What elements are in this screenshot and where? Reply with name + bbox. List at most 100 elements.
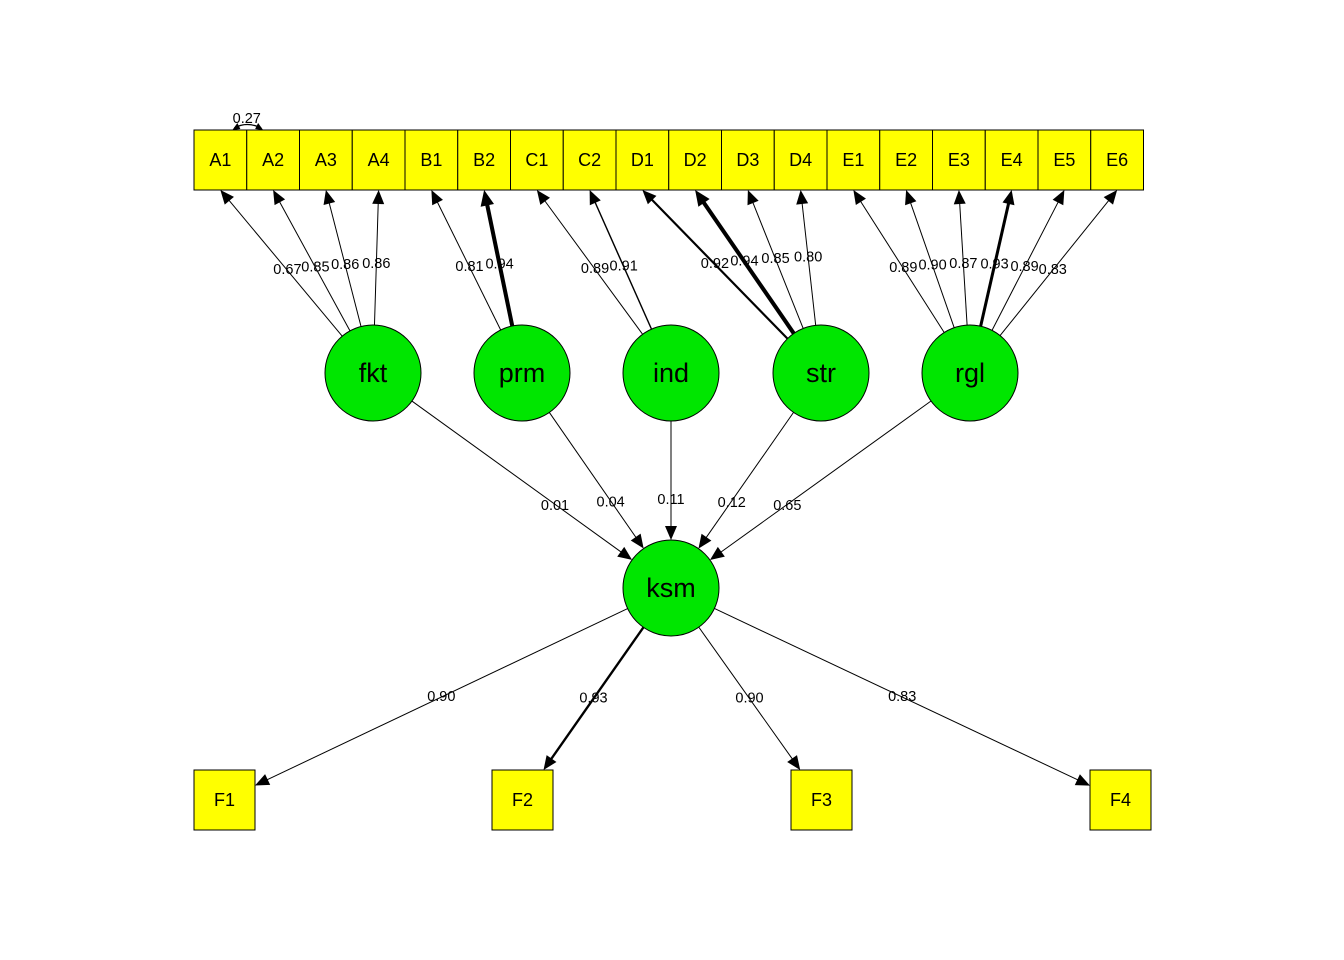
indicator-A1: A1 [193, 129, 248, 191]
indicator-D1: D1 [615, 129, 670, 191]
arrowhead [220, 190, 234, 205]
latent-rgl: rgl [921, 324, 1019, 422]
latent-circle [622, 539, 720, 637]
loading-str-D4 [796, 190, 817, 326]
regression-label-str: 0.12 [718, 495, 746, 511]
indicator-box [562, 129, 617, 191]
indicator-box [404, 129, 459, 191]
indicator-label: E4 [1001, 150, 1023, 170]
indicator-box [1089, 769, 1152, 831]
edge-line [548, 412, 637, 539]
indicator-box [457, 129, 511, 191]
loading-label-D2: 0.94 [730, 254, 758, 270]
latent-ind: ind [622, 324, 720, 422]
indicator-label: A4 [368, 150, 390, 170]
indicator-box [615, 129, 670, 191]
indicator-D4: D4 [773, 129, 828, 191]
loading-label-E6: 0.83 [1039, 262, 1067, 278]
arrowhead [372, 190, 385, 205]
indicator-box [773, 129, 828, 191]
arrowhead [796, 190, 809, 205]
latent-label: prm [499, 358, 546, 388]
arrowhead [630, 533, 644, 549]
edge-line [701, 200, 796, 335]
loading-ind-C2 [589, 190, 653, 330]
arrowhead [1103, 190, 1118, 205]
indicator-E2: E2 [879, 129, 933, 191]
edge-line [436, 201, 502, 331]
arrowhead [431, 190, 443, 206]
indicator-box [826, 129, 881, 191]
latent-circle [473, 324, 571, 422]
loading-ksm-F4 [714, 608, 1090, 786]
latent-circle [324, 324, 422, 422]
indicator-label: F2 [512, 790, 533, 810]
indicator-label: E3 [948, 150, 970, 170]
indicator-label: A1 [209, 150, 231, 170]
indicator-box [510, 129, 564, 191]
arrowhead [853, 190, 866, 206]
indicator-label: D3 [736, 150, 759, 170]
indicator-label: E2 [895, 150, 917, 170]
loading-fkt-A1 [220, 190, 343, 337]
regression-prm-ksm [548, 412, 644, 549]
indicator-E4: E4 [984, 129, 1039, 191]
loading-label-A3: 0.86 [331, 257, 359, 273]
indicator-E1: E1 [826, 129, 881, 191]
edge-line [999, 199, 1110, 336]
arrowhead [255, 774, 271, 786]
latent-label: str [806, 358, 836, 388]
arrowhead [709, 546, 725, 560]
loading-ksm-F1 [255, 608, 628, 786]
loading-label-A4: 0.86 [362, 256, 390, 272]
edge-line [991, 201, 1059, 331]
arrowhead [589, 190, 601, 206]
latent-prm: prm [473, 324, 571, 422]
indicator-A2: A2 [246, 129, 300, 191]
edge-line [720, 400, 932, 553]
latent-circle [921, 324, 1019, 422]
loading-label-A1: 0.67 [273, 262, 301, 278]
latent-fkt: fkt [324, 324, 422, 422]
latent-ksm: ksm [622, 539, 720, 637]
indicator-label: E1 [842, 150, 864, 170]
loading-label-F3: 0.90 [735, 690, 763, 706]
edge-line [698, 626, 794, 760]
loading-str-D1 [642, 190, 789, 340]
loading-rgl-E6 [999, 190, 1118, 336]
arrowhead [787, 755, 801, 770]
indicator-F1: F1 [193, 769, 256, 831]
indicator-box [879, 129, 933, 191]
indicator-label: E5 [1053, 150, 1075, 170]
edge-line [859, 200, 945, 333]
loading-label-C1: 0.89 [581, 261, 609, 277]
edge-line [278, 201, 351, 332]
edge-line [714, 608, 1079, 781]
edge-line [544, 200, 644, 335]
indicator-F2: F2 [491, 769, 554, 831]
arrowhead [543, 755, 557, 770]
edge-line [705, 412, 794, 539]
loading-label-E5: 0.89 [1010, 259, 1038, 275]
regression-rgl-ksm [709, 400, 932, 560]
indicator-label: C1 [525, 150, 548, 170]
indicator-box [1090, 129, 1144, 191]
loading-ind-C1 [536, 190, 644, 335]
arrowhead [536, 190, 550, 205]
latent-label: ksm [646, 573, 696, 603]
loading-rgl-E2 [905, 190, 955, 328]
regression-label-fkt: 0.01 [541, 498, 569, 514]
arrowhead [747, 190, 759, 206]
edge-line [266, 608, 628, 781]
loading-fkt-A2 [273, 190, 351, 332]
indicator-D3: D3 [721, 129, 775, 191]
indicator-label: A2 [262, 150, 284, 170]
indicator-label: C2 [578, 150, 601, 170]
indicator-label: D4 [789, 150, 812, 170]
indicator-box [246, 129, 300, 191]
indicator-A3: A3 [299, 129, 353, 191]
latent-circle [772, 324, 870, 422]
loading-label-D4: 0.80 [794, 249, 822, 265]
covariance-label: 0.27 [233, 111, 261, 127]
